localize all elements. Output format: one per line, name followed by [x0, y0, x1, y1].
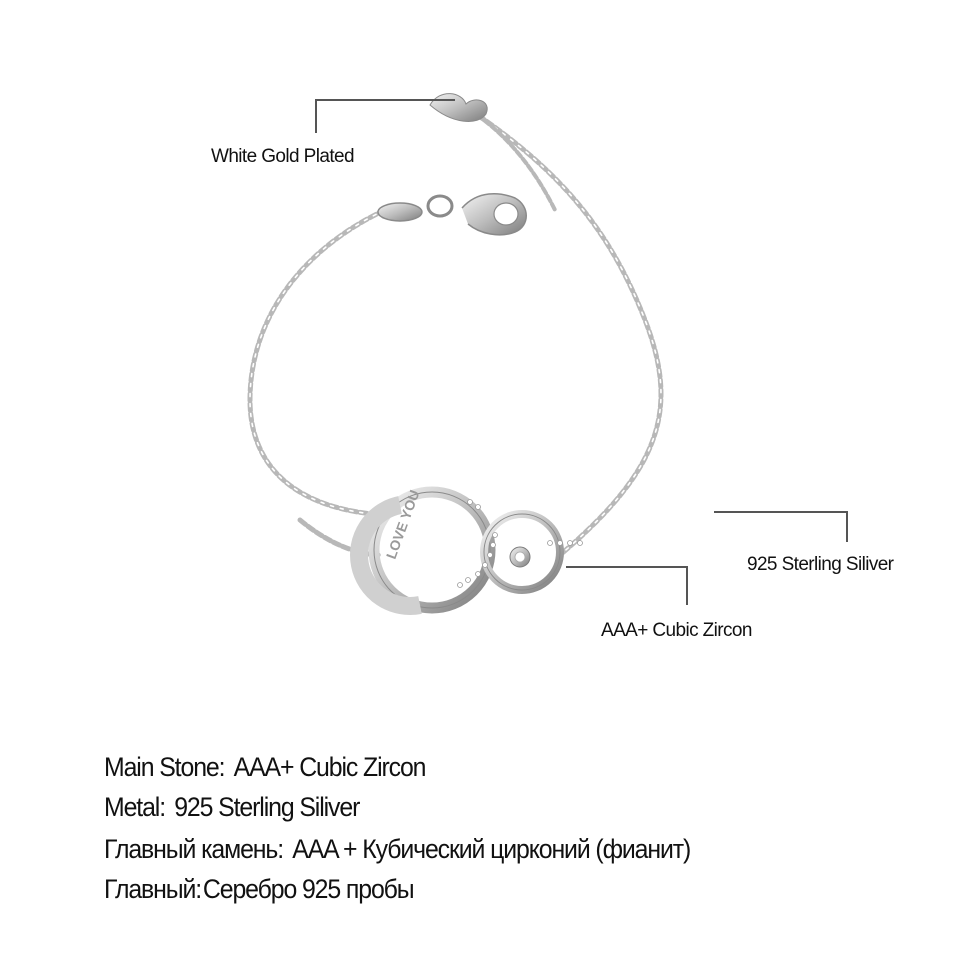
zircon-stones	[457, 499, 583, 588]
spec-metal: Metal: 925 Sterling Siliver	[104, 792, 360, 823]
engraving-text: LOVE YOU	[383, 488, 423, 561]
spec-key: Main Stone:	[104, 752, 226, 782]
chain	[247, 107, 664, 558]
pendant-small-ring	[457, 499, 583, 594]
spec-value: Серебро 925 пробы	[202, 874, 415, 904]
spec-metal-ru: Главный:Серебро 925 пробы	[104, 874, 415, 905]
spec-key: Metal:	[104, 792, 166, 822]
pendant-large-ring: LOVE YOU	[350, 486, 496, 615]
callout-stone-label: AAA+ Cubic Zircon	[601, 620, 752, 641]
leader-lines	[315, 99, 848, 605]
spec-value: AAA+ Cubic Zircon	[233, 752, 427, 782]
callout-metal-label: 925 Sterling Siliver	[747, 554, 894, 575]
heart-tag-icon	[429, 93, 488, 122]
callout-plating-label: White Gold Plated	[211, 146, 355, 167]
spec-value: AAA + Кубический цирконий (фианит)	[292, 834, 691, 864]
spec-main-stone-ru: Главный камень: AAA + Кубический цирконий…	[104, 834, 691, 865]
spec-main-stone: Main Stone:AAA+ Cubic Zircon	[104, 752, 427, 783]
spec-value: 925 Sterling Siliver	[174, 792, 360, 822]
lobster-clasp-icon	[377, 193, 527, 236]
spec-key: Главный камень:	[104, 834, 284, 864]
leader-line-stone	[566, 566, 688, 605]
spec-key: Главный:	[104, 874, 202, 904]
leader-line-plating	[315, 99, 455, 133]
leader-line-metal	[714, 511, 848, 542]
